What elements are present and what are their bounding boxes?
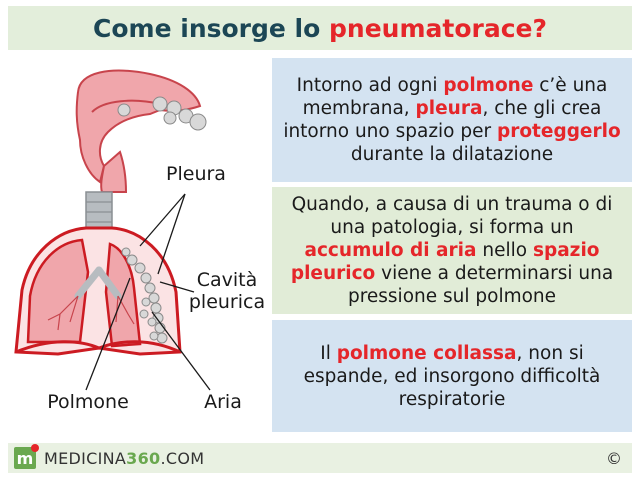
site-prefix: MEDICINA [44,448,127,468]
box3-text-2: , non si espande, ed insorgono difficolt… [303,342,601,410]
label-pleura: Pleura [166,163,226,185]
box3-highlight-collassa: polmone collassa [336,342,517,364]
site-number: 360 [126,448,161,468]
copyright: © [606,448,622,468]
box1-highlight-polmone: polmone [443,75,534,96]
box2-text-3: viene a determinarsi una pressione sul p… [347,263,614,307]
info-box-pleura-text: Intorno ad ogni polmone c’è una membrana… [280,74,624,166]
box2-highlight-accumulo: accumulo di aria [304,240,477,261]
pneumothorax-diagram [14,69,211,391]
box2-highlight-spazio: spazio pleurico [290,240,600,284]
info-box-accumulo: Quando, a causa di un trauma o di una pa… [272,187,632,314]
box1-text-4: durante la dilatazione [350,144,554,165]
label-cavita-line1: Cavità [196,269,258,291]
label-cavita-line2: pleurica [188,291,266,313]
diaphragm [15,340,181,354]
medicina360-logo-icon[interactable]: m [14,444,39,469]
nasal-cavity [75,69,202,184]
leader-lines [85,193,211,391]
air-bubbles-pleural-space [121,247,168,344]
pharynx [100,150,128,193]
box1-highlight-pleura: pleura [415,98,483,119]
bronchi [74,266,122,300]
info-box-collasso: Il polmone collassa, non si espande, ed … [272,320,632,432]
info-box-accumulo-text: Quando, a causa di un trauma o di una pa… [280,193,624,308]
box1-text-3: , che gli crea intorno uno spazio per [283,98,602,142]
bronchioles [47,295,135,331]
box1-text-2: c’è una membrana, [302,75,608,119]
box3-text-1: Il [320,342,337,364]
logo-letter: m [16,448,34,468]
label-cavita-pleurica: Cavità pleurica [182,269,272,313]
box1-highlight-proteggerlo: proteggerlo [496,121,621,142]
title-highlight: pneumatorace? [329,13,547,43]
page-title: Come insorge lo pneumatorace? [8,6,632,50]
info-box-collasso-text: Il polmone collassa, non si espande, ed … [280,342,624,411]
footer-bar: m MEDICINA360.COM © [8,443,632,473]
label-polmone: Polmone [47,391,129,413]
label-aria: Aria [204,391,242,413]
box2-text-1: Quando, a causa di un trauma o di una pa… [291,194,613,238]
info-box-pleura: Intorno ad ogni polmone c’è una membrana… [272,58,632,182]
title-prefix: Come insorge lo [93,13,330,43]
air-bubbles-mouth [117,96,207,131]
left-lung [26,238,90,344]
logo-dot [31,444,39,452]
site-link[interactable]: MEDICINA360.COM [44,449,204,468]
site-suffix: .COM [160,448,205,468]
box2-text-2: nello [476,240,533,261]
box1-text-1: Intorno ad ogni [296,75,444,96]
